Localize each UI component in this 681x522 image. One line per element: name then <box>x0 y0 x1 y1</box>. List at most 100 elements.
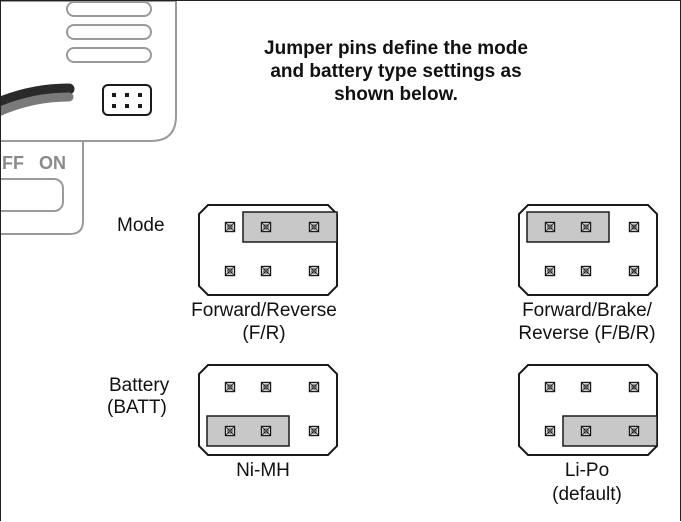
header-pin <box>628 265 640 277</box>
pin-center <box>583 224 589 230</box>
header-pin <box>308 265 320 277</box>
wire-grey <box>1 92 74 116</box>
ni-mh-caption: Ni-MH <box>236 460 290 481</box>
header-pin <box>544 425 556 437</box>
title-line: Jumper pins define the mode <box>264 38 528 59</box>
switch-on-label: ON <box>39 153 66 173</box>
pin-diagonal <box>581 266 591 276</box>
switch-slider <box>1 178 64 212</box>
title-line: shown below. <box>334 84 458 105</box>
jumper-shunt <box>206 415 290 447</box>
vent-slot <box>66 1 152 17</box>
pin-center <box>227 268 233 274</box>
switch-off-label: FF <box>2 153 24 173</box>
jumper-shunt <box>562 415 658 447</box>
pin-diagonal <box>225 222 235 232</box>
header-pin <box>260 265 272 277</box>
diagram-title: Jumper pins define the mode and battery … <box>231 37 561 106</box>
header-pin <box>224 221 236 233</box>
header-pin <box>308 425 320 437</box>
header-pin <box>260 381 272 393</box>
header-pin <box>628 381 640 393</box>
pin-diagonal <box>581 222 591 232</box>
pin-diagonal <box>225 382 235 392</box>
jumper-shunt <box>242 211 338 243</box>
pin-diagonal <box>261 222 271 232</box>
pin-center <box>311 428 317 434</box>
pin-center <box>631 428 637 434</box>
mode-row-label: Mode <box>117 215 165 236</box>
header-pin <box>224 265 236 277</box>
pin-center <box>263 224 269 230</box>
battery-row-label: Battery <box>109 375 170 396</box>
pin-diagonal <box>261 266 271 276</box>
pin-center <box>311 384 317 390</box>
jumper-shunt <box>526 211 610 243</box>
device-pin-dots <box>112 93 142 108</box>
li-po-caption: Li-Po <box>564 460 610 481</box>
header-pin <box>580 381 592 393</box>
ni-mh-jumper-block <box>198 364 338 456</box>
header-pin <box>260 221 272 233</box>
pin-diagonal <box>629 266 639 276</box>
pin-center <box>583 428 589 434</box>
forward-reverse-jumper-block <box>198 204 338 296</box>
pin-diagonal <box>309 426 319 436</box>
forward-brake-reverse-jumper-block <box>518 204 658 296</box>
pin-diagonal <box>545 382 555 392</box>
pin-diagonal <box>545 222 555 232</box>
pin-center <box>547 384 553 390</box>
pin-diagonal <box>309 222 319 232</box>
battery-row-label-abbrev: (BATT) <box>107 397 167 418</box>
pin-diagonal <box>581 382 591 392</box>
pin-diagonal <box>629 222 639 232</box>
forward-reverse-caption: Forward/Reverse <box>191 300 337 321</box>
header-pin <box>580 221 592 233</box>
pin-center <box>263 384 269 390</box>
header-pin <box>544 221 556 233</box>
pin-center <box>227 428 233 434</box>
pin-center <box>227 384 233 390</box>
li-po-default-caption: (default) <box>552 484 622 505</box>
pin-diagonal <box>629 382 639 392</box>
title-line: and battery type settings as <box>270 61 522 82</box>
vent-slot <box>66 24 152 40</box>
header-pin <box>308 221 320 233</box>
pin-diagonal <box>545 266 555 276</box>
header-pin <box>308 381 320 393</box>
pin-diagonal <box>629 426 639 436</box>
forward-reverse-caption-abbrev: (F/R) <box>242 323 286 344</box>
header-pin <box>544 265 556 277</box>
vent-slot <box>66 47 152 63</box>
pin-diagonal <box>225 426 235 436</box>
pin-diagonal <box>309 382 319 392</box>
pin-center <box>227 224 233 230</box>
pin-center <box>583 268 589 274</box>
li-po-jumper-block <box>518 364 658 456</box>
pin-center <box>547 428 553 434</box>
header-pin <box>260 425 272 437</box>
header-pin <box>580 265 592 277</box>
forward-brake-reverse-caption-line2: Reverse (F/B/R) <box>518 323 656 344</box>
header-pin <box>580 425 592 437</box>
pin-diagonal <box>309 266 319 276</box>
header-pin <box>224 425 236 437</box>
pin-center <box>631 268 637 274</box>
header-pin <box>224 381 236 393</box>
pin-center <box>547 224 553 230</box>
pin-diagonal <box>581 426 591 436</box>
pin-diagonal <box>261 382 271 392</box>
pin-diagonal <box>225 266 235 276</box>
pin-center <box>583 384 589 390</box>
wire-dark <box>1 83 75 108</box>
pin-center <box>631 224 637 230</box>
pin-center <box>263 428 269 434</box>
pin-center <box>311 268 317 274</box>
header-pin <box>628 425 640 437</box>
pin-center <box>311 224 317 230</box>
header-pin <box>544 381 556 393</box>
pin-center <box>547 268 553 274</box>
